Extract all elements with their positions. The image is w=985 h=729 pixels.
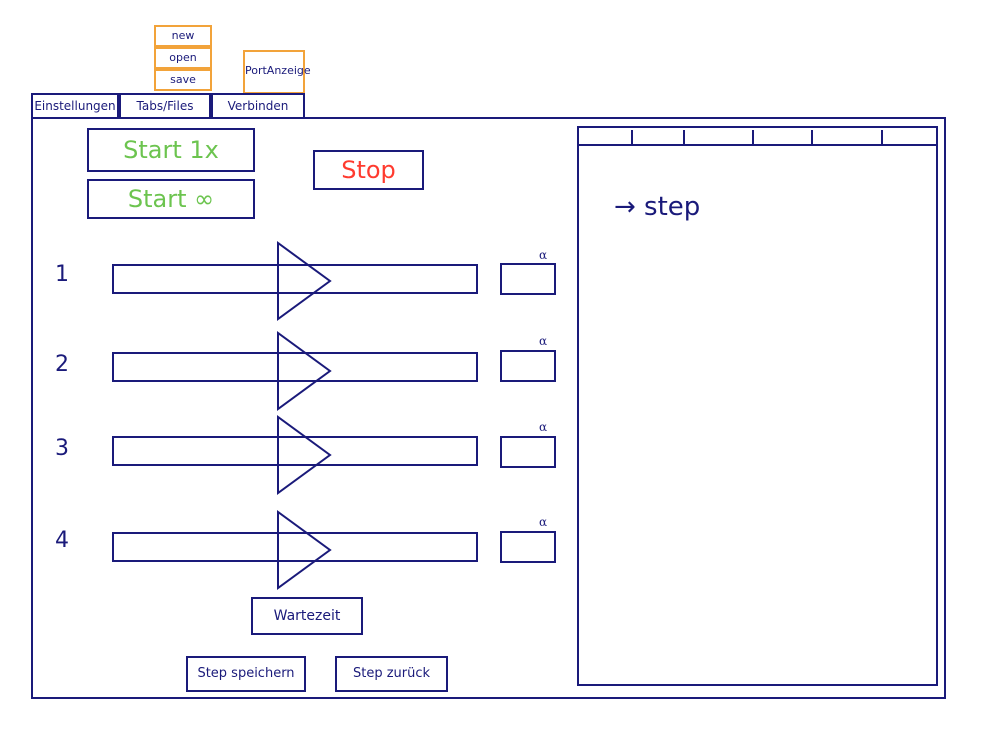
alpha-symbol-3: α <box>539 420 548 434</box>
value-box-4[interactable] <box>500 531 556 563</box>
slider-track-1[interactable] <box>112 264 478 294</box>
start-once-label: Start 1x <box>123 136 219 164</box>
wait-time-button[interactable]: Wartezeit <box>251 597 363 635</box>
save-step-button[interactable]: Step speichern <box>186 656 306 692</box>
port-anzeige-label: PortAnzeige <box>245 64 311 77</box>
header-divider <box>752 130 754 144</box>
step-entry: → step <box>614 192 701 222</box>
slider-label-2: 2 <box>55 352 69 377</box>
steps-panel-header <box>579 128 936 146</box>
slider-label-1: 1 <box>55 262 69 287</box>
stop-label: Stop <box>341 156 396 184</box>
value-box-3[interactable] <box>500 436 556 468</box>
header-divider <box>811 130 813 144</box>
slider-label-4: 4 <box>55 528 69 553</box>
tab-label: Tabs/Files <box>136 99 194 113</box>
tab-label: Verbinden <box>227 99 289 113</box>
stop-button[interactable]: Stop <box>313 150 424 190</box>
steps-panel: → step <box>577 126 938 686</box>
slider-thumb-arrow-icon-2[interactable] <box>276 331 346 411</box>
tab-einstellungen[interactable]: Einstellungen <box>31 93 119 117</box>
start-infinite-button[interactable]: Start ∞ <box>87 179 255 219</box>
wait-time-label: Wartezeit <box>273 608 341 624</box>
slider-thumb-arrow-icon-1[interactable] <box>276 241 346 321</box>
header-divider <box>881 130 883 144</box>
menu-item-new[interactable]: new <box>154 25 212 47</box>
alpha-symbol-1: α <box>539 248 548 262</box>
menu-item-label: new <box>171 29 195 42</box>
main-window <box>31 117 946 699</box>
start-once-button[interactable]: Start 1x <box>87 128 255 172</box>
tab-tabs-files[interactable]: Tabs/Files <box>119 93 211 117</box>
step-back-button[interactable]: Step zurück <box>335 656 448 692</box>
slider-thumb-arrow-icon-3[interactable] <box>276 415 346 495</box>
alpha-symbol-4: α <box>539 515 548 529</box>
step-back-label: Step zurück <box>352 666 431 681</box>
menu-item-save[interactable]: save <box>154 69 212 91</box>
slider-label-3: 3 <box>55 436 69 461</box>
menu-item-open[interactable]: open <box>154 47 212 69</box>
slider-track-3[interactable] <box>112 436 478 466</box>
save-step-label: Step speichern <box>197 666 295 681</box>
slider-thumb-arrow-icon-4[interactable] <box>276 510 346 590</box>
tab-verbinden[interactable]: Verbinden <box>211 93 305 117</box>
port-anzeige: PortAnzeige <box>243 50 311 94</box>
start-infinite-label: Start ∞ <box>127 185 215 213</box>
menu-item-label: open <box>169 51 197 64</box>
tab-label: Einstellungen <box>34 99 116 113</box>
value-box-2[interactable] <box>500 350 556 382</box>
value-box-1[interactable] <box>500 263 556 295</box>
header-divider <box>631 130 633 144</box>
alpha-symbol-2: α <box>539 334 548 348</box>
slider-track-4[interactable] <box>112 532 478 562</box>
slider-track-2[interactable] <box>112 352 478 382</box>
menu-item-label: save <box>170 73 196 86</box>
header-divider <box>683 130 685 144</box>
